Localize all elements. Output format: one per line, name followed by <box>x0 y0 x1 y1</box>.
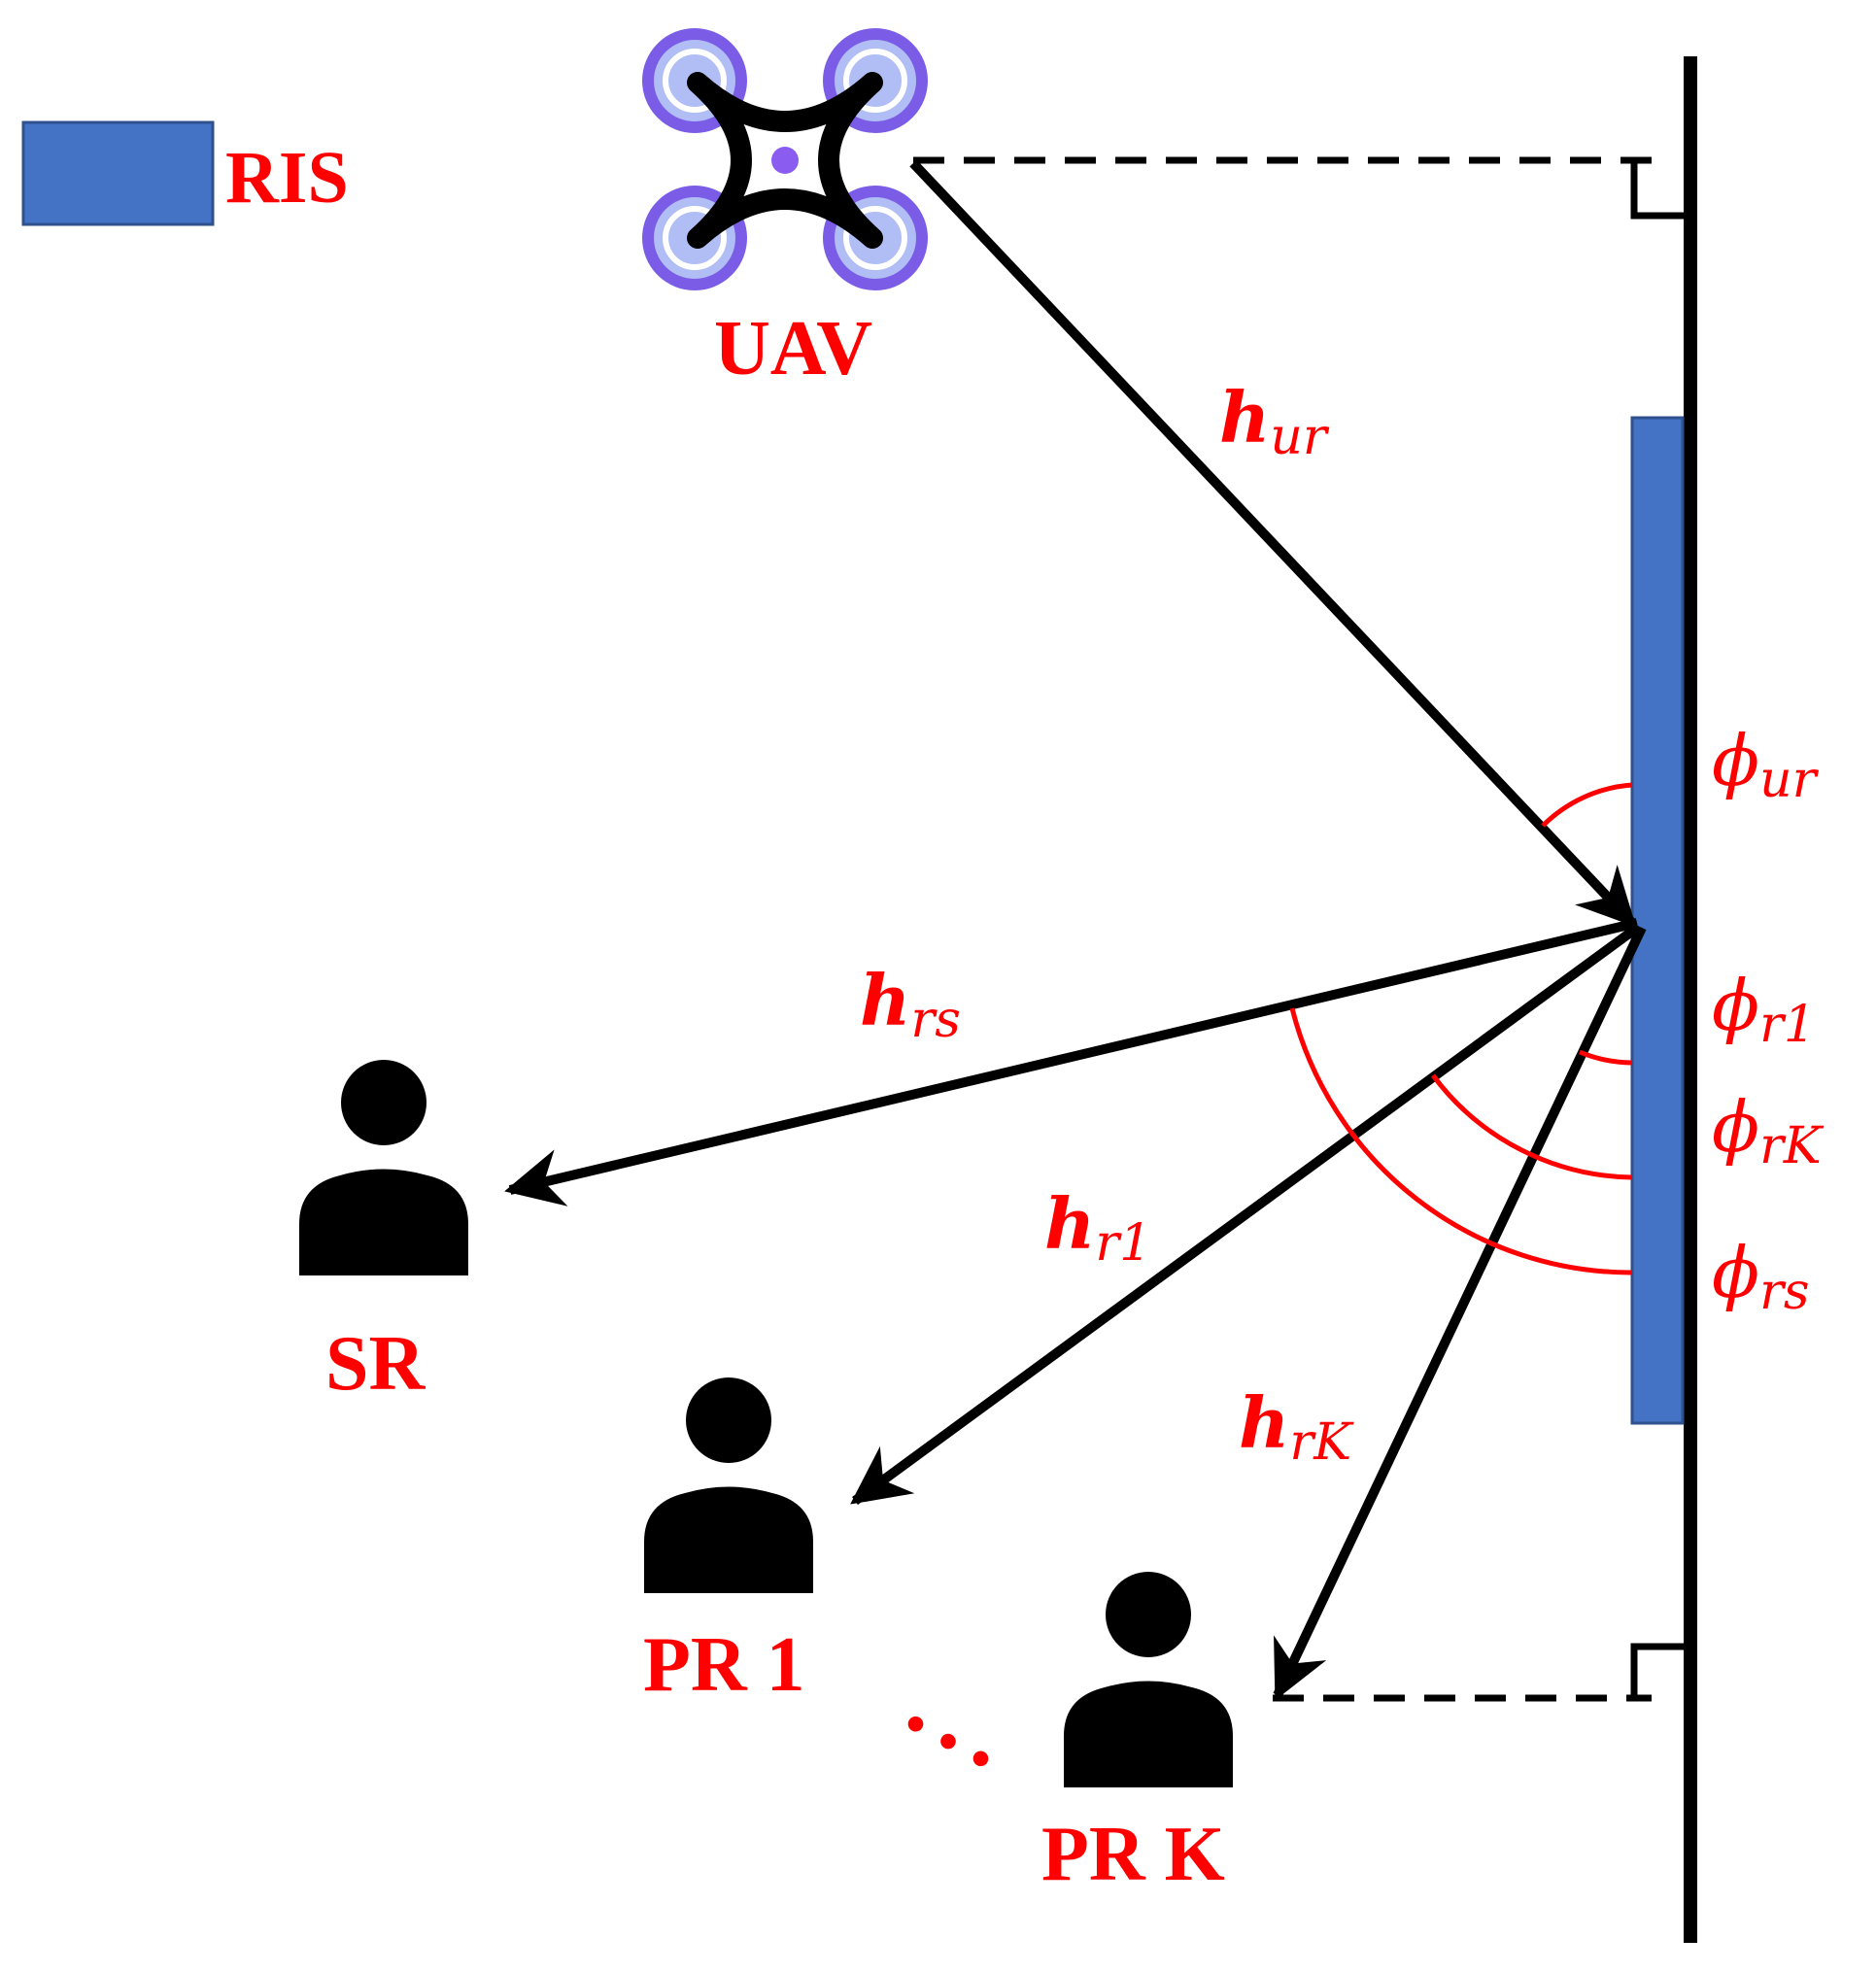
label-h-rK: hrK <box>1239 1381 1354 1472</box>
uav-icon <box>642 28 928 290</box>
label-phi-r1: ϕr1 <box>1712 965 1816 1054</box>
arrow-ris-to-pr1 <box>850 923 1640 1506</box>
pr1-user-icon <box>644 1377 813 1593</box>
user-ellipsis: ... <box>893 1650 1040 1794</box>
ris-panel <box>1630 416 1685 1425</box>
arrow-ris-to-sr <box>504 918 1639 1207</box>
arc-phi-r1 <box>1579 1049 1633 1066</box>
label-h-rs: hrs <box>860 959 961 1049</box>
prk-right-angle-marker <box>1630 1643 1684 1698</box>
legend-ris-label: RIS <box>225 137 349 219</box>
arc-phi-rs <box>1289 1007 1633 1275</box>
label-h-ur: hur <box>1219 376 1330 466</box>
label-phi-rK: ϕrK <box>1712 1086 1825 1175</box>
arc-phi-rK <box>1430 1073 1633 1180</box>
legend-ris-swatch <box>21 120 215 226</box>
arc-phi-ur <box>1541 782 1633 828</box>
uav-right-angle-marker <box>1630 160 1684 220</box>
uav-frame <box>687 72 883 249</box>
sr-label: SR <box>325 1321 426 1407</box>
uav-label: UAV <box>714 306 872 391</box>
prk-label: PR K <box>1041 1812 1225 1897</box>
arrow-ris-to-prk <box>1273 925 1647 1701</box>
arrow-uav-to-ris <box>909 159 1637 928</box>
sr-user-icon <box>299 1060 468 1275</box>
svg-text:...: ... <box>893 1650 1040 1794</box>
prk-user-icon <box>1064 1572 1233 1787</box>
pr1-label: PR 1 <box>643 1622 805 1708</box>
label-phi-ur: ϕur <box>1712 720 1820 809</box>
label-h-r1: hr1 <box>1044 1182 1151 1273</box>
label-phi-rs: ϕrs <box>1712 1232 1810 1321</box>
